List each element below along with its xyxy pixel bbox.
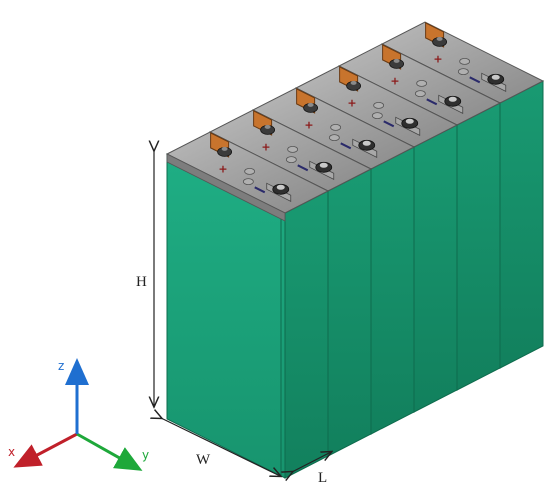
negative-mark [297, 164, 309, 172]
vent-hole [373, 102, 385, 109]
positive-symbol: + [390, 75, 399, 88]
terminal-bolt [448, 96, 457, 102]
positive-symbol: + [433, 53, 442, 66]
vent-hole [416, 80, 428, 87]
terminal-bolt [436, 36, 443, 41]
negative-mark [383, 120, 395, 128]
terminal-bolt [276, 184, 285, 190]
height-dimension: H [136, 150, 154, 406]
vent-hole [459, 58, 471, 65]
terminal-bolt [319, 162, 328, 168]
x-axis-label: x [8, 445, 15, 459]
vent-hole [414, 90, 426, 98]
cell-side-face [456, 102, 501, 391]
negative-mark [340, 142, 352, 150]
negative-mark [469, 76, 481, 84]
vent-hole [328, 134, 340, 142]
terminal-bolt [221, 146, 228, 151]
y-axis-label: y [142, 448, 149, 462]
terminal-bolt [405, 118, 414, 124]
positive-symbol: + [218, 163, 227, 176]
vent-hole [330, 124, 342, 131]
terminal-bolt [491, 74, 500, 80]
terminal-bolt [393, 58, 400, 63]
cell-side-face [370, 146, 415, 435]
cell-side-face [499, 80, 544, 369]
y-axis-arrow [76, 432, 143, 471]
length-dimension: L [292, 452, 331, 486]
coordinate-axes: x y z [8, 358, 149, 471]
vent-hole [457, 68, 469, 76]
height-label: H [136, 274, 147, 290]
vent-hole [287, 145, 299, 153]
vent-hole [242, 178, 254, 186]
terminal-bolt [264, 124, 271, 129]
positive-symbol: + [261, 141, 270, 154]
negative-mark [254, 186, 266, 194]
z-axis-label: z [58, 359, 64, 373]
length-label: L [318, 470, 327, 486]
positive-symbol: + [347, 97, 356, 110]
x-axis-arrow [13, 432, 78, 468]
cell-side-face [413, 124, 458, 413]
battery-cell: + [165, 131, 330, 479]
vent-hole [371, 112, 383, 120]
positive-symbol: + [304, 119, 313, 132]
vent-hole [244, 167, 256, 175]
width-dimension: W [161, 418, 280, 476]
cell-lid-edge [166, 153, 286, 222]
terminal-bolt [350, 80, 357, 85]
cell-side-face [327, 168, 372, 457]
width-label: W [196, 452, 211, 468]
battery-cells: + + + + + + [165, 21, 545, 479]
vent-hole [285, 156, 297, 164]
cell-side-face [284, 190, 329, 479]
terminal-bolt [307, 102, 314, 107]
terminal-bolt [362, 140, 371, 146]
negative-mark [426, 98, 438, 106]
